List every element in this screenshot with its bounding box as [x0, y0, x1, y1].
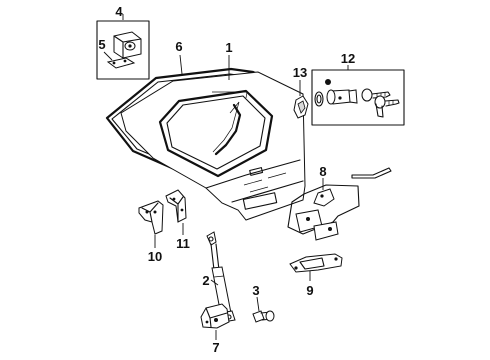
- hinge-inset-frame: [96, 20, 150, 80]
- callout-5: 5: [98, 37, 105, 52]
- callout-1: 1: [225, 40, 232, 55]
- liftgate-panel: [120, 55, 306, 221]
- strut-bracket: [200, 303, 230, 340]
- lock-cylinder-kit: [311, 65, 405, 126]
- lock-kit-frame: [311, 69, 405, 126]
- hinge-left: [138, 200, 164, 248]
- striker: [289, 253, 343, 281]
- key-lower: [374, 95, 400, 118]
- key-cylinder-bezel: [293, 80, 309, 119]
- callout-7: 7: [212, 340, 219, 355]
- hinge-drawing: [106, 31, 142, 69]
- callout-11: 11: [176, 236, 190, 251]
- latch-assembly: [287, 167, 392, 241]
- hinge-right: [165, 189, 187, 235]
- latch-rod: [351, 167, 392, 179]
- callout-9: 9: [306, 283, 313, 298]
- callout-2: 2: [202, 273, 209, 288]
- callout-10: 10: [148, 249, 162, 264]
- callout-12: 12: [341, 51, 355, 66]
- callout-6: 6: [175, 39, 182, 54]
- callout-8: 8: [319, 164, 326, 179]
- callout-13: 13: [293, 65, 307, 80]
- callout-3: 3: [252, 283, 259, 298]
- hinge-inset: [96, 14, 150, 80]
- callout-4: 4: [115, 4, 123, 19]
- strut-stud: [252, 296, 275, 323]
